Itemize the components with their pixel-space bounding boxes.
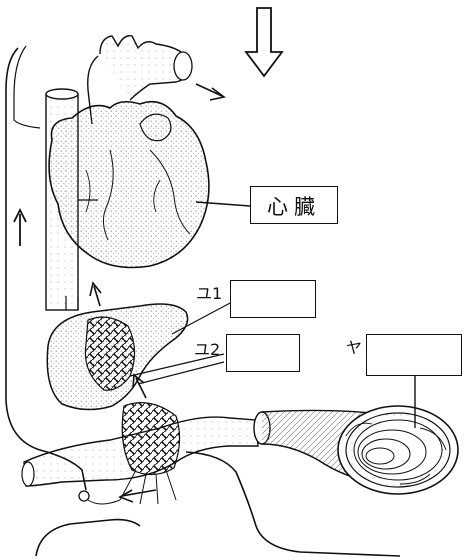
heart-label: 心臓 xyxy=(252,188,336,224)
yu2-label: ユ2 xyxy=(194,336,220,360)
vessel-node xyxy=(79,491,89,501)
small-intestine-tube xyxy=(254,406,458,494)
yu1-answer-box[interactable] xyxy=(230,280,316,318)
hollow-down-arrow-icon xyxy=(246,8,282,76)
left-up-arrow-icon xyxy=(14,210,26,246)
yu1-label: ユ1 xyxy=(196,280,222,304)
ya-answer-box[interactable] xyxy=(366,334,462,376)
aorta-arrow-icon xyxy=(196,84,224,100)
heart-illustration xyxy=(49,36,209,268)
intestine-illustration xyxy=(22,403,258,504)
ya-label: ヤ xyxy=(346,334,362,358)
liver-illustration xyxy=(47,304,187,410)
bottom-left-arrow-icon xyxy=(120,490,156,502)
yu2-answer-box[interactable] xyxy=(226,334,300,372)
